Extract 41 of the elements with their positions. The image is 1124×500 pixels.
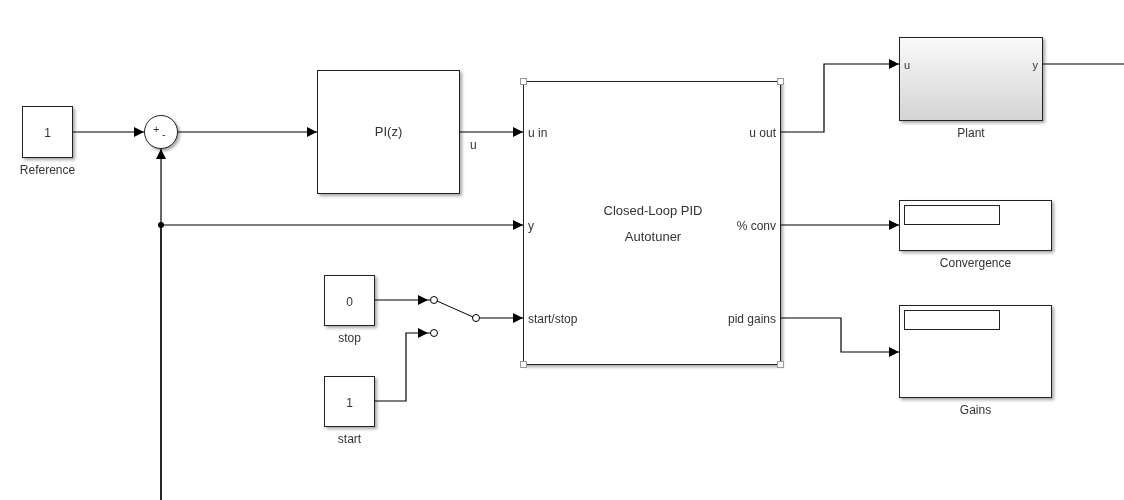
block-name: Convergence <box>939 256 1012 270</box>
constant-block <box>22 106 73 158</box>
port-label: u out <box>749 126 776 140</box>
sign-label: - <box>162 127 166 141</box>
display-block <box>899 305 1052 398</box>
port-label: y <box>1032 58 1038 72</box>
constant-block <box>324 376 375 427</box>
display-block <box>899 200 1052 251</box>
signal-line <box>780 59 900 133</box>
port-label: % conv <box>736 219 776 233</box>
signal-line <box>459 127 524 137</box>
signal-line <box>72 127 145 137</box>
block-value: 1 <box>345 396 354 410</box>
block-value: 1 <box>43 126 52 140</box>
block-name: start <box>337 432 362 446</box>
port-label: pid gains <box>727 312 776 326</box>
port-label: u <box>904 58 911 72</box>
signal-line <box>780 317 900 357</box>
signal-line <box>780 220 900 230</box>
plant-block <box>899 37 1043 121</box>
signal-line <box>177 127 318 137</box>
block-title: PI(z) <box>373 125 404 139</box>
block-value: 0 <box>345 295 354 309</box>
sum-junction <box>144 115 178 149</box>
block-name: Gains <box>959 403 992 417</box>
port-label: u in <box>528 126 548 140</box>
block-name: stop <box>338 331 361 345</box>
signal-line <box>160 220 524 500</box>
sign-label: + <box>153 122 160 136</box>
signal-line <box>374 328 429 402</box>
controller-block <box>317 70 460 194</box>
constant-block <box>324 275 375 326</box>
autotuner-block <box>523 81 781 365</box>
signal-line <box>1042 63 1124 65</box>
port-label: start/stop <box>528 312 578 326</box>
port-label: y <box>528 219 534 233</box>
signal-line <box>374 295 429 305</box>
signal-line <box>483 313 524 323</box>
block-name: Plant <box>957 126 985 140</box>
block-title: Closed-Loop PID Autotuner <box>602 202 704 246</box>
block-name: Reference <box>19 163 76 177</box>
